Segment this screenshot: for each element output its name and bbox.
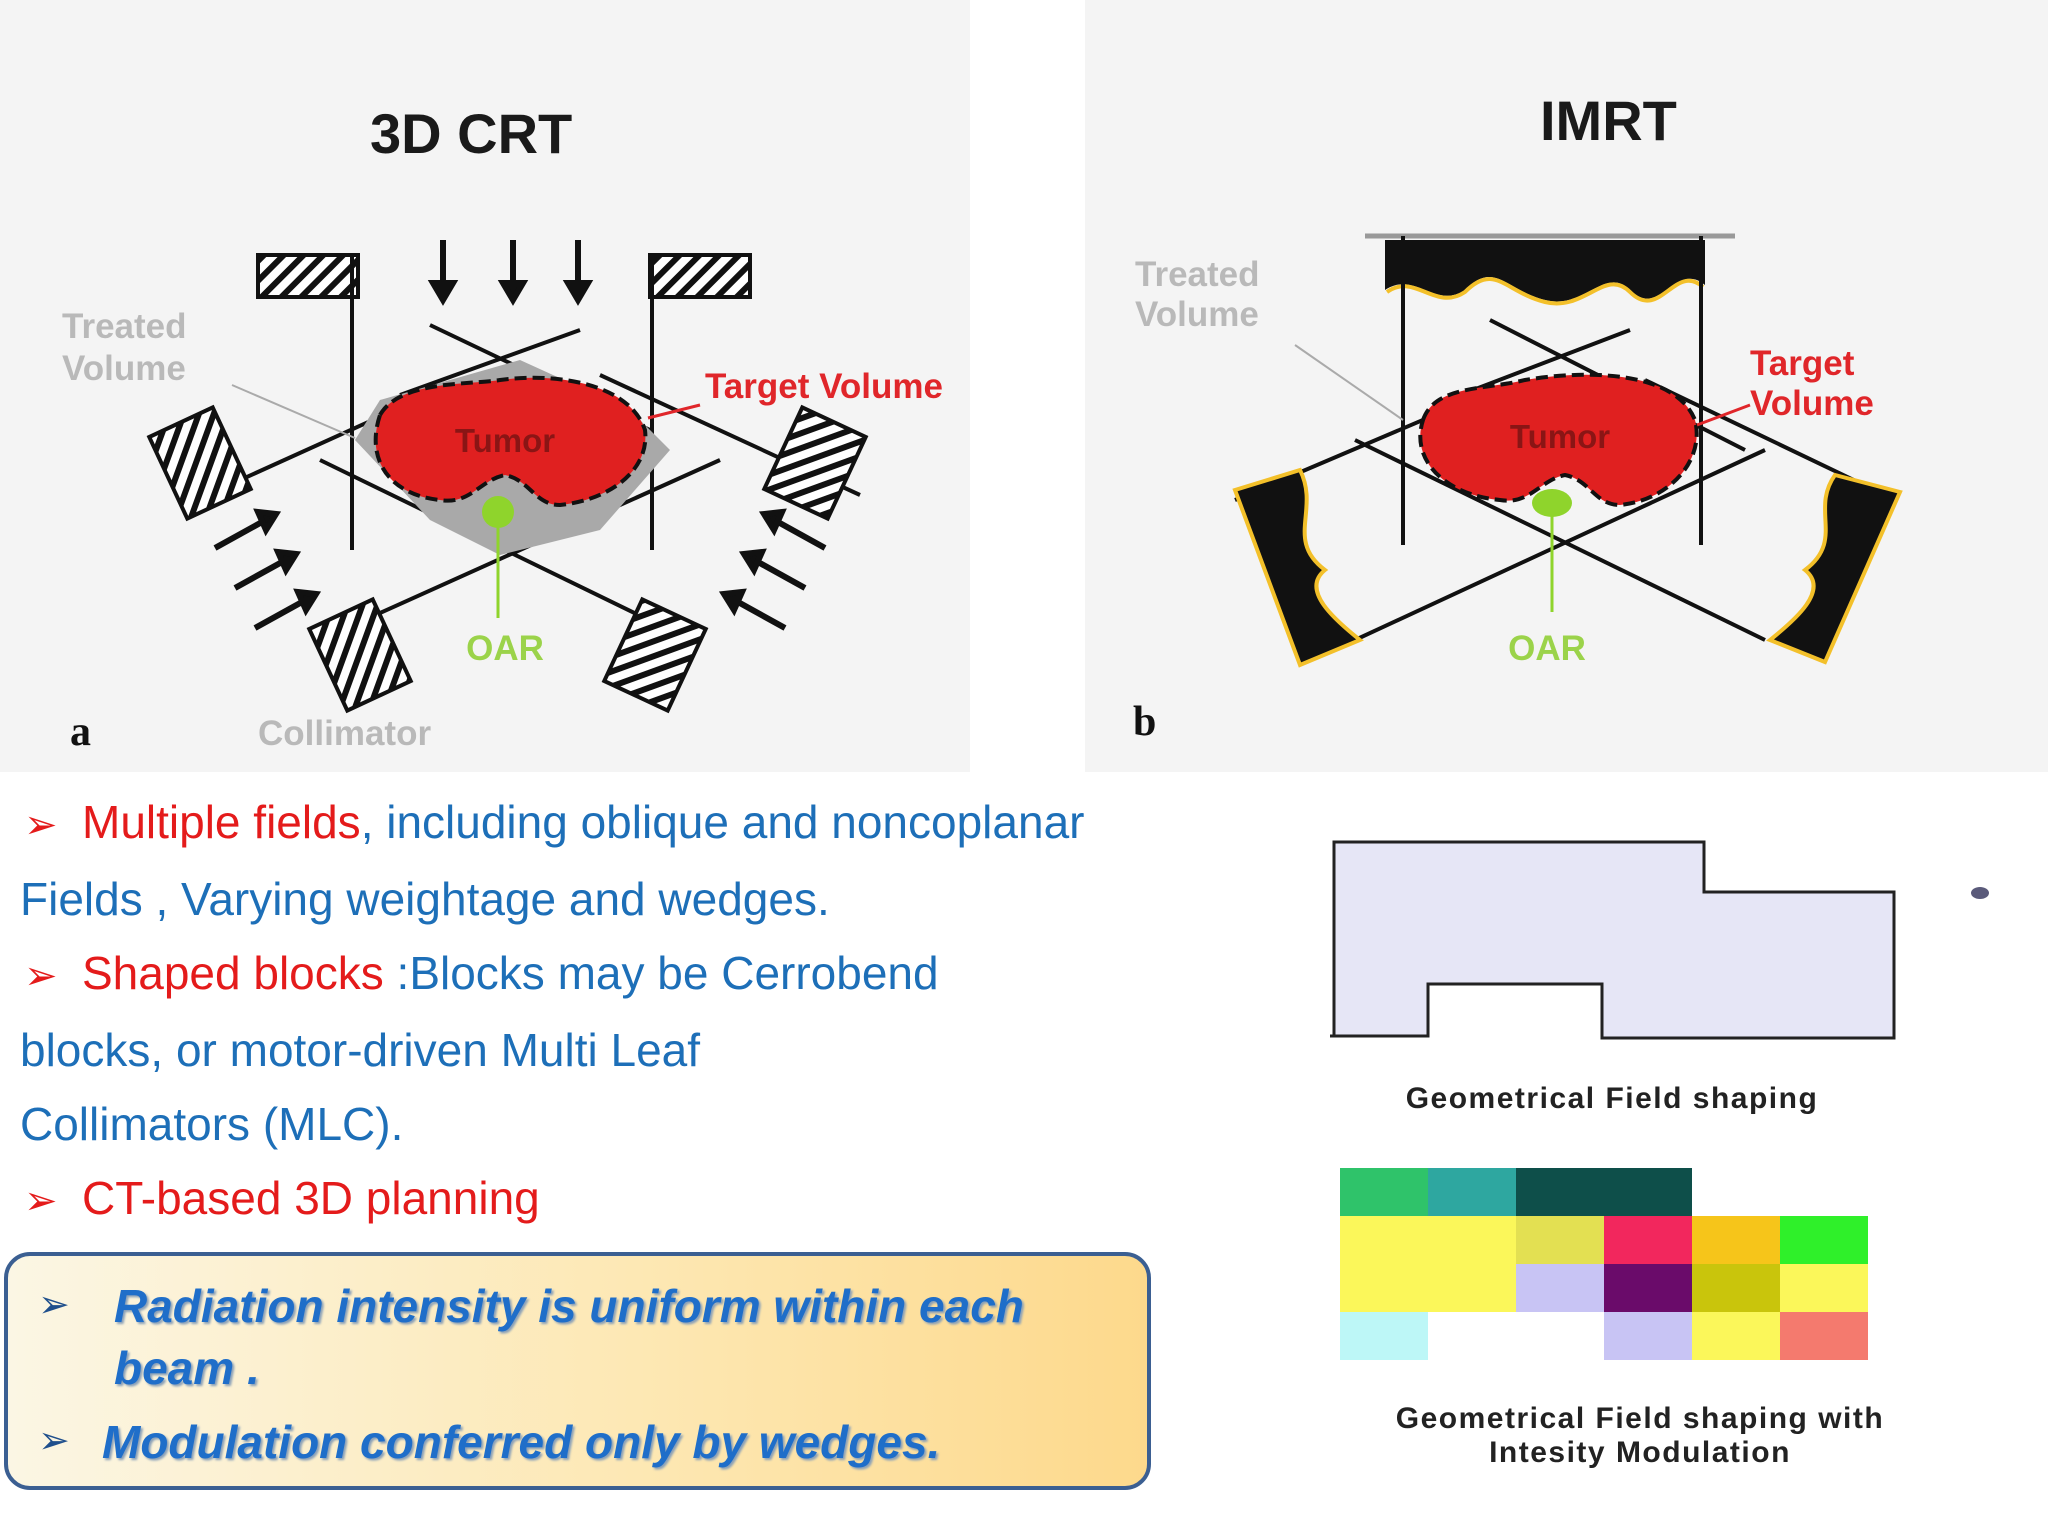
collimator-block-top-right <box>648 253 752 299</box>
intensity-cell <box>1780 1216 1868 1264</box>
bullet-arrow-icon: ➢ <box>24 1179 58 1223</box>
bullet-3: ➢ CT-based 3D planning <box>20 1161 1200 1238</box>
imrt-modulator-top <box>1385 240 1705 302</box>
callout-arrow-icon: ➢ <box>38 1420 70 1462</box>
intensity-cell <box>1340 1312 1428 1360</box>
bullet-list: ➢ Multiple fields, including oblique and … <box>20 785 1200 1238</box>
imrt-oar-shape <box>1532 489 1572 517</box>
imrt-tumor-label: Tumor <box>1510 418 1610 455</box>
imrt-treated-volume-label-2: Volume <box>1135 295 1259 334</box>
bullet-arrow-icon: ➢ <box>24 803 58 847</box>
caption-geometric: Geometrical Field shaping <box>1406 1082 1819 1115</box>
intensity-cell <box>1428 1264 1516 1312</box>
intensity-grid <box>1340 1168 1868 1360</box>
intensity-cell <box>1692 1312 1780 1360</box>
beam-arrows-right <box>718 508 827 631</box>
dot-marker <box>1971 887 1989 899</box>
callout-item-2: Modulation conferred only by wedges. <box>102 1416 941 1468</box>
caption-intensity-line-2: Intesity Modulation <box>1489 1436 1791 1469</box>
imrt-tumor-shape <box>1418 372 1699 508</box>
imrt-oar-label: OAR <box>1508 629 1586 668</box>
intensity-cell <box>1428 1216 1516 1264</box>
bullet-1-text: , including oblique and noncoplanar <box>360 796 1085 848</box>
crt-treated-volume-label-1: Treated <box>62 307 187 346</box>
bullet-2-continuation-1: blocks, or motor-driven Multi Leaf <box>20 1024 701 1076</box>
imrt-treated-volume-label-1: Treated <box>1135 255 1260 294</box>
intensity-cell <box>1516 1264 1604 1312</box>
bullet-1-highlight: Multiple fields <box>82 796 361 848</box>
bullet-2-highlight: Shaped blocks <box>82 947 397 999</box>
imrt-modulator-left <box>1232 467 1364 668</box>
callout-arrow-icon: ➢ <box>38 1284 70 1326</box>
crt-target-volume-label: Target Volume <box>705 367 943 406</box>
intensity-cell <box>1428 1168 1516 1216</box>
imrt-modulator-right <box>1766 472 1903 665</box>
collimator-block-right-lower <box>601 596 709 714</box>
intensity-cell <box>1340 1168 1428 1216</box>
intensity-cell <box>1516 1216 1604 1264</box>
bullet-3-highlight: CT-based 3D planning <box>82 1172 540 1224</box>
imrt-title: IMRT <box>1540 89 1677 152</box>
panel-imrt: IMRT Tumor OAR Treated Volume Target Vo <box>1085 0 2048 772</box>
geometric-field-shape <box>1334 842 1894 1038</box>
intensity-cell <box>1604 1168 1692 1216</box>
crt-title: 3D CRT <box>370 102 572 165</box>
crt-oar-label: OAR <box>466 629 544 668</box>
intensity-cell <box>1340 1216 1428 1264</box>
field-shaping-svg: Geometrical Field shaping Geometrical Fi… <box>1330 840 1989 1469</box>
bullet-2-continuation-2: Collimators (MLC). <box>20 1098 404 1150</box>
intensity-cell <box>1516 1168 1604 1216</box>
caption-intensity-line-1: Geometrical Field shaping with <box>1396 1402 1884 1435</box>
crt-tumor-label: Tumor <box>455 422 555 459</box>
intensity-cell <box>1340 1264 1428 1312</box>
callout-item-1-line-2: beam . <box>114 1342 260 1394</box>
intensity-cell <box>1780 1264 1868 1312</box>
intensity-cell <box>1604 1216 1692 1264</box>
collimator-block-top-left <box>256 253 360 299</box>
beam-arrows-top <box>427 240 594 306</box>
intensity-cell <box>1692 1264 1780 1312</box>
intensity-cell <box>1692 1216 1780 1264</box>
bullet-1-continuation: Fields , Varying weightage and wedges. <box>20 873 830 925</box>
tumor-shape <box>373 375 648 508</box>
collimator-block-left-upper <box>146 404 254 522</box>
intensity-cell <box>1604 1312 1692 1360</box>
bullet-1: ➢ Multiple fields, including oblique and … <box>20 785 1200 862</box>
field-shaping-figure: Geometrical Field shaping Geometrical Fi… <box>1300 800 2048 1500</box>
imrt-diagram: IMRT Tumor OAR Treated Volume Target Vo <box>1133 89 1903 745</box>
bullet-2: ➢ Shaped blocks :Blocks may be Cerrobend <box>20 936 1200 1013</box>
bullet-arrow-icon: ➢ <box>24 954 58 998</box>
crt-collimator-label: Collimator <box>258 714 431 753</box>
beam-arrows-left <box>213 508 322 631</box>
collimator-block-right-upper <box>761 404 869 522</box>
callout-box: ➢ Radiation intensity is uniform within … <box>4 1252 1151 1490</box>
imrt-target-volume-label-2: Volume <box>1750 384 1874 423</box>
callout-item-1-line-1: Radiation intensity is uniform within ea… <box>114 1280 1024 1332</box>
imrt-target-volume-label-1: Target <box>1750 344 1855 383</box>
intensity-cell <box>1780 1312 1868 1360</box>
crt-diagram: 3D CRT Tumor OAR <box>62 102 943 755</box>
panel-a-letter: a <box>70 709 91 755</box>
crt-oar-shape <box>482 496 514 528</box>
bullet-2-text: :Blocks may be Cerrobend <box>396 947 939 999</box>
intensity-cell <box>1604 1264 1692 1312</box>
crt-treated-volume-label-2: Volume <box>62 349 186 388</box>
panel-b-letter: b <box>1133 699 1156 745</box>
panel-3d-crt: 3D CRT Tumor OAR <box>0 0 970 772</box>
collimator-block-left-lower <box>306 596 414 714</box>
